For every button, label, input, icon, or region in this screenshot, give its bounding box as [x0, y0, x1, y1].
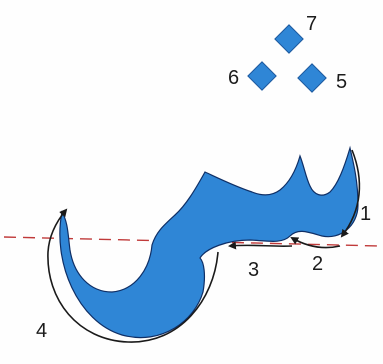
letter-sheen: [60, 148, 358, 338]
step-label-3: 3: [248, 259, 259, 281]
guide-arrow-2: [292, 238, 340, 248]
dot-label-7: 7: [306, 13, 317, 35]
step-label-1: 1: [360, 203, 371, 225]
dot-label-5: 5: [336, 71, 347, 93]
step-label-2: 2: [312, 253, 323, 275]
dot-top: [275, 25, 303, 53]
step-label-4: 4: [36, 320, 47, 342]
dot-left: [248, 62, 276, 90]
guide-arrow-3: [230, 245, 292, 246]
dot-label-6: 6: [228, 67, 239, 89]
dot-right: [298, 64, 326, 92]
